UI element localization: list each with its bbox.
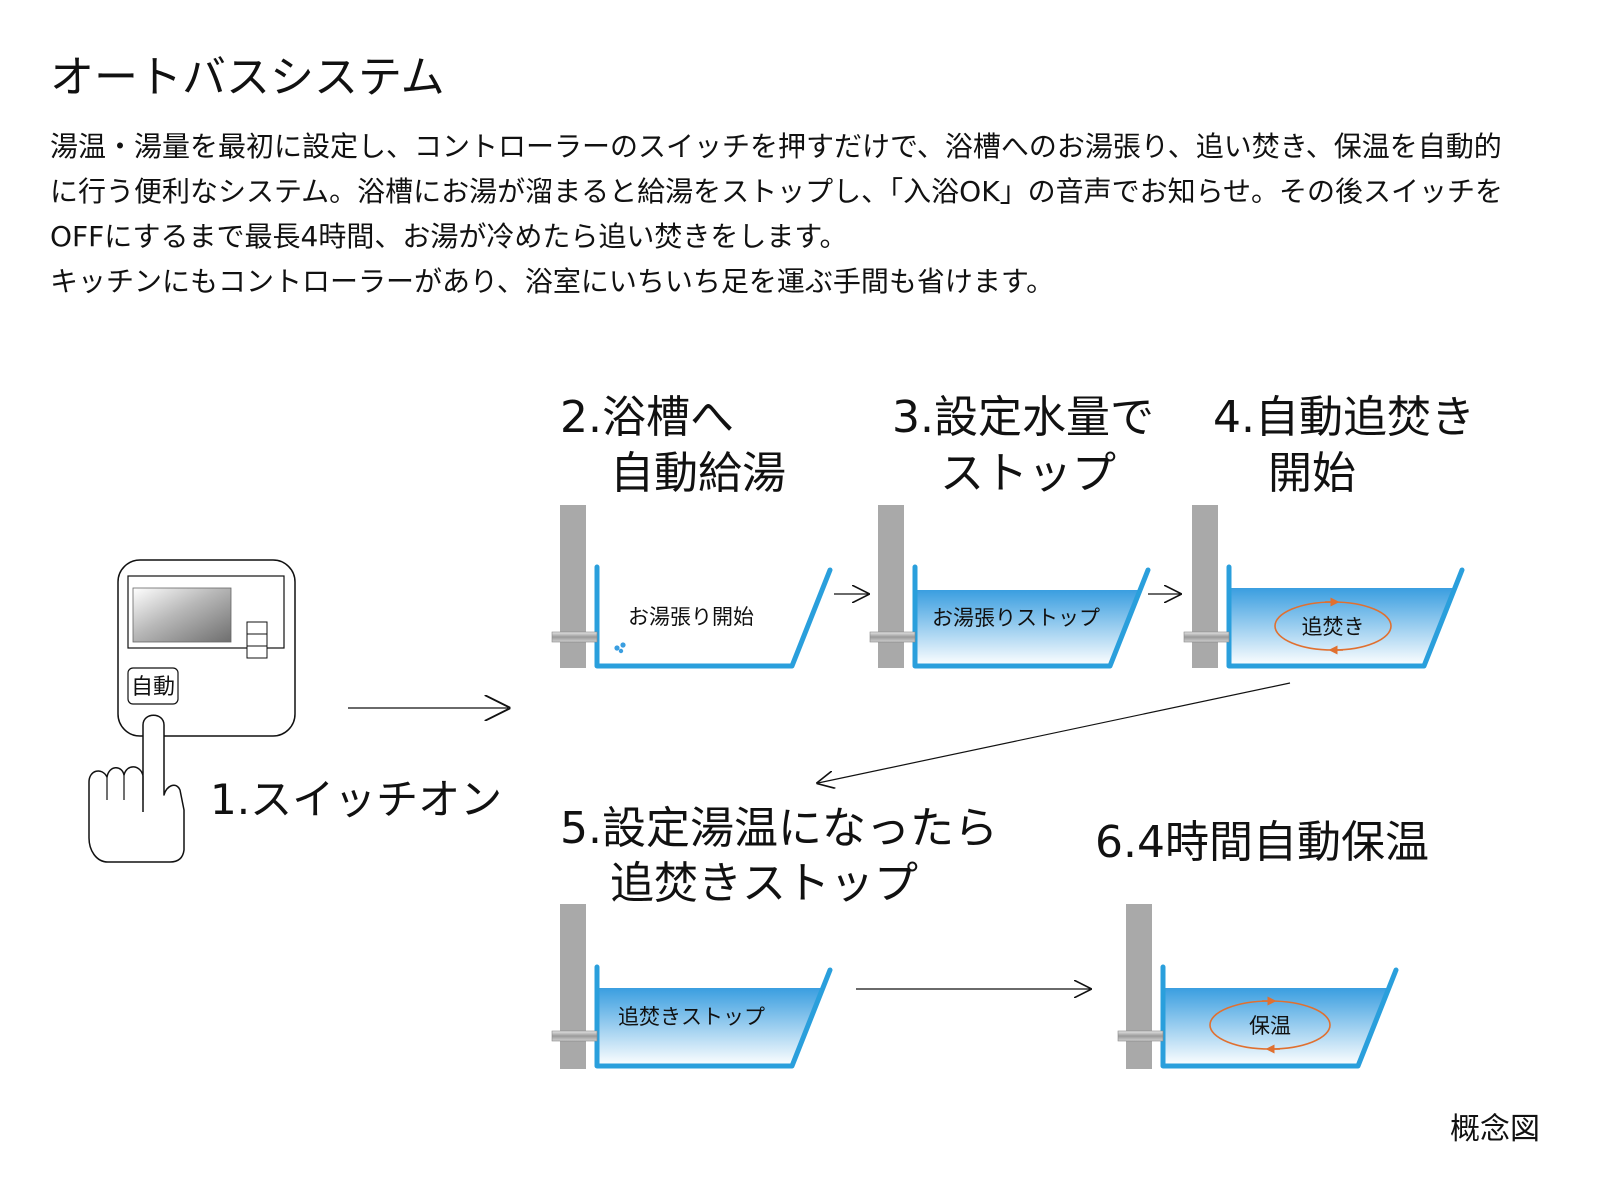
tub-shell <box>1226 564 1465 669</box>
auto-button[interactable] <box>127 667 179 705</box>
bathtub-step-2: お湯張り開始 <box>551 505 833 669</box>
tub-label: お湯張り開始 <box>628 605 754 629</box>
bathtub-step-6: 保温 <box>1117 904 1399 1069</box>
tub-label: 保温 <box>1249 1014 1291 1038</box>
inlet-pipe <box>869 631 916 643</box>
bath-wall <box>560 505 586 668</box>
controller-screen <box>132 587 232 643</box>
step-4-title: 4.自動追焚き <box>1213 392 1475 443</box>
tub-water <box>597 988 823 1066</box>
page-title: オートバスシステム <box>50 52 445 103</box>
bath-wall <box>878 505 904 668</box>
bath-wall <box>1192 505 1218 668</box>
controller-panel: 自動 <box>117 559 296 737</box>
description: 湯温・湯量を最初に設定し、コントローラーのスイッチを押すだけで、浴槽へのお湯張り… <box>50 124 1570 304</box>
step-2-subtitle: 自動給湯 <box>610 448 786 499</box>
bath-wall <box>1126 904 1152 1069</box>
bathtub-step-5: 追焚きストップ <box>551 904 833 1069</box>
step-2-title: 2.浴槽へ <box>560 392 734 443</box>
step-6-title: 6.4時間自動保温 <box>1095 817 1429 868</box>
tub-label: 追焚き <box>1302 615 1365 639</box>
bath-wall <box>560 904 586 1069</box>
description-line: OFFにするまで最長4時間、お湯が冷めたら追い焚きをします。 <box>50 220 848 253</box>
flow-arrow-4-5 <box>818 682 1291 783</box>
water-drop <box>618 648 624 654</box>
description-line: キッチンにもコントローラーがあり、浴室にいちいち足を運ぶ手間も省けます。 <box>50 265 1055 298</box>
inlet-pipe <box>1117 1030 1164 1042</box>
water-drop <box>614 645 620 651</box>
inlet-pipe <box>1183 631 1230 643</box>
controller-side-buttons <box>246 621 268 659</box>
step-5-title: 5.設定湯温になったら <box>560 803 998 854</box>
tub-water <box>915 590 1139 666</box>
water-drop <box>620 642 626 648</box>
tub-label: 追焚きストップ <box>618 1005 765 1029</box>
bathtub-step-4: 追焚き <box>1183 505 1465 669</box>
step-3-subtitle: ストップ <box>940 448 1116 499</box>
step-4-subtitle: 開始 <box>1268 448 1356 499</box>
step-1-title: 1.スイッチオン <box>210 775 502 824</box>
figure-caption: 概念図 <box>1450 1112 1540 1147</box>
step-3-title: 3.設定水量で <box>892 392 1154 443</box>
hand-icon <box>88 714 185 863</box>
tub-shell <box>912 564 1151 669</box>
description-line: 湯温・湯量を最初に設定し、コントローラーのスイッチを押すだけで、浴槽へのお湯張り… <box>50 130 1502 163</box>
tub-water <box>1163 988 1389 1066</box>
inlet-pipe <box>551 1030 598 1042</box>
step-5-subtitle: 追焚きストップ <box>610 858 918 909</box>
inlet-pipe <box>551 631 598 643</box>
tub-label: お湯張りストップ <box>932 606 1100 630</box>
tub-shell <box>1160 964 1399 1069</box>
bathtub-step-3: お湯張りストップ <box>869 505 1151 669</box>
tub-water <box>1229 588 1455 666</box>
auto-button-label: 自動 <box>131 675 175 700</box>
tub-shell <box>594 964 833 1069</box>
tub-shell <box>594 564 833 669</box>
description-line: に行う便利なシステム。浴槽にお湯が溜まると給湯をストップし、「入浴OK」の音声で… <box>50 175 1504 208</box>
